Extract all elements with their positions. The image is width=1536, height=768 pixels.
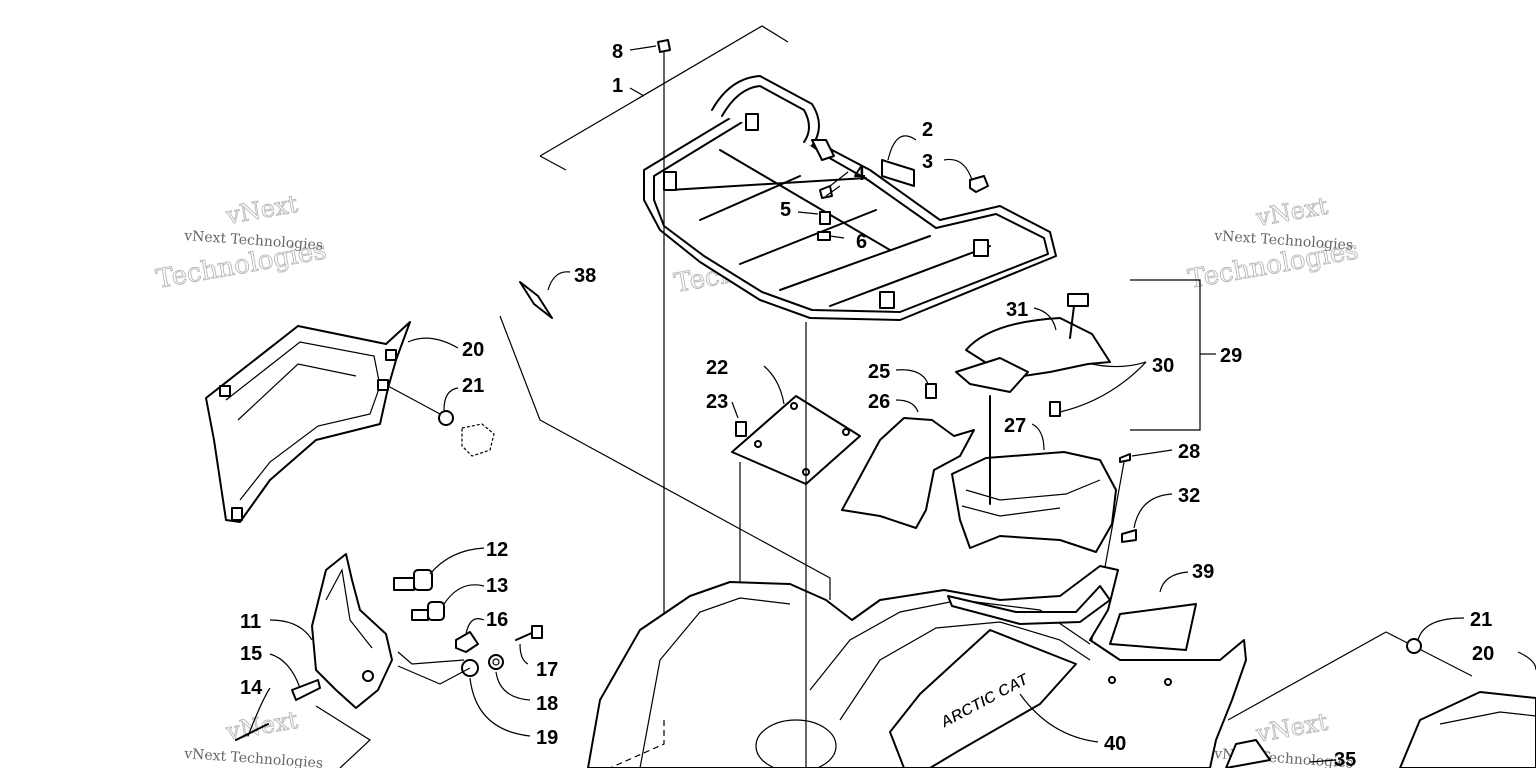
callout-25: 25 <box>868 361 890 383</box>
callout-labels: 8 1 2 3 4 5 6 38 20 21 31 30 29 22 23 25… <box>240 41 1494 768</box>
callout-6: 6 <box>856 231 867 253</box>
bolt-4 <box>819 185 833 199</box>
callout-2: 2 <box>922 119 933 141</box>
watermark-line1: vNext <box>223 706 300 746</box>
callout-12: 12 <box>486 539 508 561</box>
bracket-29 <box>1130 279 1216 431</box>
callout-16: 16 <box>486 609 508 631</box>
watermark-small: vNext Technologies <box>183 746 324 768</box>
leader-lines <box>247 45 1536 763</box>
callout-20: 20 <box>1472 643 1494 665</box>
callout-17: 17 <box>536 659 558 681</box>
callout-18: 18 <box>536 693 558 715</box>
callout-8: 8 <box>612 41 623 63</box>
right-fender-20 <box>1225 631 1536 768</box>
spring-15 <box>291 679 321 701</box>
watermark-bottom-left: vNext vNext Technologies <box>183 705 324 768</box>
nut-16 <box>455 631 479 653</box>
callout-4: 4 <box>854 163 866 185</box>
headlight-hardware <box>235 569 543 768</box>
storage-cover-31 <box>955 293 1111 417</box>
nut-3 <box>969 175 989 193</box>
inner-panel-26 <box>841 383 975 529</box>
callout-23: 23 <box>706 391 728 413</box>
callout-19: 19 <box>536 727 558 749</box>
rivet-32 <box>1121 529 1137 543</box>
rear-rack <box>643 75 1057 321</box>
rivet-28 <box>1119 453 1131 463</box>
bracket-1 <box>539 25 789 171</box>
watermark-line1: vNext <box>223 190 300 230</box>
watermark-right: vNext Technologies vNext Technologies <box>1186 191 1362 295</box>
callout-11: 11 <box>240 611 261 633</box>
callout-27: 27 <box>1004 415 1026 437</box>
callout-31: 31 <box>1006 299 1028 321</box>
callout-38: 38 <box>574 265 596 287</box>
screw-25 <box>925 383 937 399</box>
rear-body-center <box>587 322 1247 768</box>
watermark-left: vNext Technologies vNext Technologies <box>154 189 330 295</box>
callout-39: 39 <box>1192 561 1214 583</box>
callout-20: 20 <box>462 339 484 361</box>
headlight-11 <box>311 553 393 709</box>
callout-3: 3 <box>922 151 933 173</box>
callout-28: 28 <box>1178 441 1200 463</box>
bolt-8 <box>657 39 671 53</box>
callout-22: 22 <box>706 357 728 379</box>
decal-38 <box>499 281 831 600</box>
left-fender-20 <box>205 321 411 523</box>
grommet-21-left <box>387 385 495 457</box>
watermark-line1: vNext <box>1253 708 1330 748</box>
hardware-items <box>657 39 989 718</box>
callout-40: 40 <box>1104 733 1126 755</box>
callout-21: 21 <box>462 375 484 397</box>
washer-18 <box>488 654 504 670</box>
callout-13: 13 <box>486 575 508 597</box>
screw-23 <box>735 421 747 437</box>
decal-2 <box>881 159 915 187</box>
decal-39 <box>1109 603 1197 651</box>
screw-14 <box>235 723 269 741</box>
callout-26: 26 <box>868 391 890 413</box>
callout-5: 5 <box>780 199 791 221</box>
callout-35: 35 <box>1334 749 1356 768</box>
bulb-12 <box>393 577 415 591</box>
callout-1: 1 <box>612 75 623 97</box>
washer-6 <box>817 231 831 241</box>
callout-15: 15 <box>240 643 262 665</box>
callout-14: 14 <box>240 677 263 699</box>
callout-30: 30 <box>1152 355 1174 377</box>
bulb-13 <box>411 609 429 621</box>
watermark-line1: vNext <box>1253 192 1330 232</box>
callout-32: 32 <box>1178 485 1200 507</box>
spacer-5 <box>819 211 831 225</box>
callout-29: 29 <box>1220 345 1242 367</box>
callout-21: 21 <box>1470 609 1492 631</box>
